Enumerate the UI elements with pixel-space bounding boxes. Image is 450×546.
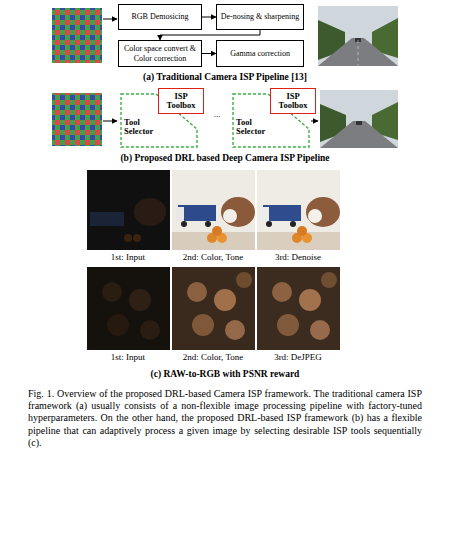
road-photo bbox=[320, 90, 398, 148]
color-tone-photo bbox=[172, 170, 255, 250]
arrow bbox=[103, 19, 117, 20]
arrow bbox=[103, 121, 117, 122]
arrow bbox=[311, 121, 318, 122]
node-text: Tool Selector bbox=[124, 118, 168, 137]
image-label: ... bbox=[214, 110, 221, 120]
flow-arrow bbox=[202, 17, 216, 18]
node-text: De-nosing & sharpening bbox=[221, 12, 300, 21]
image-label: 2nd: Color, Tone bbox=[183, 253, 244, 263]
flow-arrow bbox=[160, 30, 260, 40]
node-text: Color space convert & Color correction bbox=[122, 44, 198, 62]
dark-input-photo bbox=[87, 170, 170, 250]
image-label: 1st: Input bbox=[111, 353, 145, 363]
denoise-photo bbox=[257, 170, 340, 250]
image-label: 2nd: Color, Tone bbox=[183, 353, 244, 363]
process-box: Color space convert & Color correction bbox=[118, 40, 202, 67]
bayer-image bbox=[52, 8, 102, 63]
walnut-photo bbox=[172, 267, 255, 350]
node-text: Tool Selector bbox=[236, 118, 280, 137]
dark-input-photo bbox=[87, 267, 170, 350]
process-box: RGB Demosicing bbox=[118, 4, 202, 30]
isp-toolbox: ISP Toolbox bbox=[158, 88, 204, 114]
figure-caption: Fig. 1. Overview of the proposed DRL-bas… bbox=[28, 388, 422, 449]
node-text: Gamma correction bbox=[230, 49, 290, 58]
image-label: 3rd: Denoise bbox=[275, 253, 321, 263]
isp-toolbox: ISP Toolbox bbox=[270, 88, 316, 114]
node-text: RGB Demosicing bbox=[131, 12, 188, 21]
image-label: 3rd: DeJPEG bbox=[274, 353, 322, 363]
process-box: De-nosing & sharpening bbox=[216, 4, 304, 30]
bayer-image bbox=[52, 93, 102, 146]
subfigure-title: (c) RAW-to-RGB with PSNR reward bbox=[151, 369, 300, 379]
dejpeg-photo bbox=[257, 267, 340, 350]
flow-arrow bbox=[202, 53, 216, 54]
process-box: Gamma correction bbox=[216, 40, 304, 67]
image-label: 1st: Input bbox=[111, 253, 145, 263]
road-photo bbox=[318, 6, 398, 66]
node-text: ISP Toolbox bbox=[273, 92, 313, 111]
subfigure-title: (b) Proposed DRL based Deep Camera ISP P… bbox=[120, 153, 329, 163]
node-text: ISP Toolbox bbox=[161, 92, 201, 111]
subfigure-title: (a) Traditional Camera ISP Pipeline [13] bbox=[143, 72, 307, 82]
